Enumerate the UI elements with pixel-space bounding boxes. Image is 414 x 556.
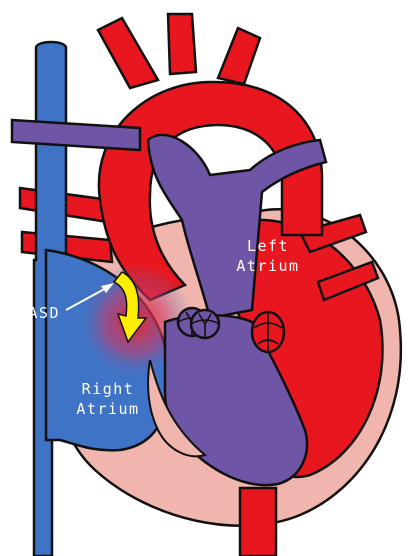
mitral-valve (252, 312, 284, 352)
left-atrium-label-line1: Left (247, 237, 289, 255)
left-atrium-label-line2: Atrium (236, 257, 299, 275)
asd-label: ASD (28, 304, 60, 322)
right-atrium-label-line2: Atrium (76, 400, 139, 418)
right-atrium-label-line1: Right (82, 380, 135, 398)
aortic-branch-3 (218, 28, 260, 84)
aortic-valve (191, 310, 219, 338)
aortic-branch-2 (168, 14, 196, 74)
descending-aorta (240, 488, 276, 556)
aortic-branch-1 (98, 18, 158, 88)
